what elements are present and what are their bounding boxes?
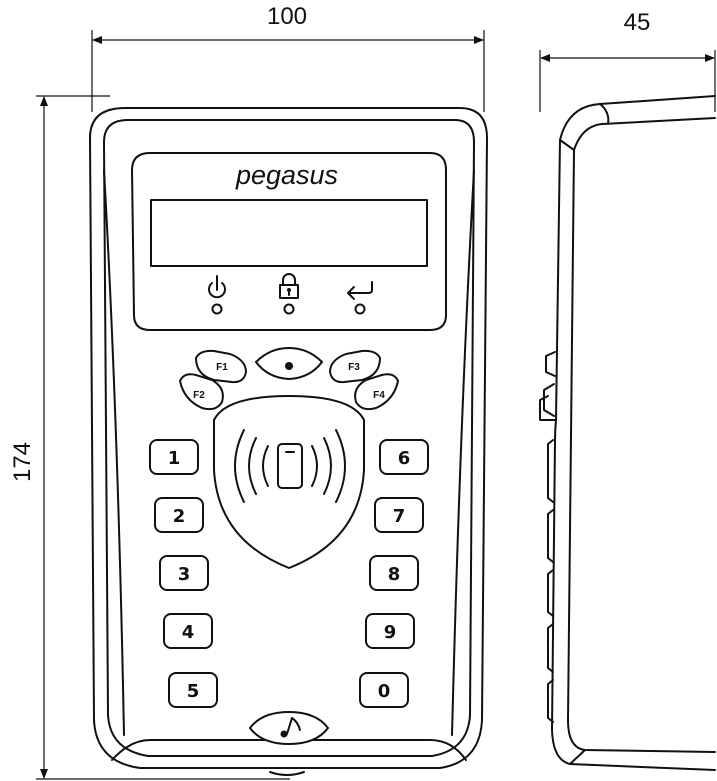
svg-text:F1: F1 bbox=[216, 362, 228, 373]
key-7[interactable]: 7 bbox=[374, 497, 424, 533]
lock-indicator bbox=[279, 273, 299, 315]
function-key-f1[interactable]: F1 bbox=[194, 349, 248, 384]
rfid-reader-area bbox=[213, 395, 365, 569]
width-dimension: 100 bbox=[91, 3, 485, 112]
key-label: 6 bbox=[398, 448, 411, 469]
side-key-profile bbox=[547, 569, 554, 617]
key-8[interactable]: 8 bbox=[369, 555, 419, 591]
key-label: 8 bbox=[388, 564, 401, 585]
svg-text:F4: F4 bbox=[373, 390, 385, 401]
sound-key[interactable] bbox=[248, 710, 330, 746]
padlock-icon bbox=[279, 273, 299, 299]
bottom-notch bbox=[269, 771, 305, 776]
side-key-profile bbox=[539, 395, 557, 421]
function-key-f4[interactable]: F4 bbox=[354, 373, 400, 411]
center-key[interactable] bbox=[254, 346, 324, 381]
side-key-profile bbox=[547, 679, 554, 723]
key-label: 9 bbox=[384, 622, 397, 643]
front-view: pegasus bbox=[89, 107, 488, 776]
function-key-f3[interactable]: F3 bbox=[328, 349, 382, 384]
svg-text:F3: F3 bbox=[348, 362, 360, 373]
side-key-profile bbox=[547, 623, 554, 673]
side-key-profile bbox=[547, 439, 554, 503]
key-9[interactable]: 9 bbox=[365, 613, 415, 649]
key-label: 1 bbox=[168, 448, 181, 469]
housing-outline bbox=[89, 107, 488, 769]
numeric-keypad: 1 2 3 4 5 6 7 8 9 0 bbox=[149, 439, 429, 708]
side-view bbox=[539, 95, 716, 771]
enter-led bbox=[354, 303, 366, 315]
side-corner-line bbox=[559, 139, 575, 151]
brand-logo: pegasus bbox=[235, 160, 338, 190]
function-key-f2[interactable]: F2 bbox=[178, 373, 224, 411]
lcd-screen bbox=[150, 199, 428, 267]
key-label: 7 bbox=[393, 506, 406, 527]
side-front-face bbox=[567, 117, 716, 753]
key-label: 4 bbox=[182, 622, 195, 643]
side-outer-profile bbox=[551, 95, 716, 771]
left-bevel-line bbox=[103, 169, 125, 736]
power-led bbox=[211, 303, 223, 315]
housing-inner-rim bbox=[103, 119, 475, 757]
key-0[interactable]: 0 bbox=[359, 672, 409, 708]
display-panel bbox=[131, 152, 447, 331]
key-2[interactable]: 2 bbox=[154, 497, 204, 533]
rfid-card-icon bbox=[234, 429, 346, 503]
side-top-bevel bbox=[599, 103, 610, 125]
side-key-profile bbox=[543, 383, 555, 417]
side-key-profile bbox=[547, 509, 554, 563]
dot-icon bbox=[285, 362, 293, 370]
key-6[interactable]: 6 bbox=[379, 439, 429, 475]
key-5[interactable]: 5 bbox=[168, 672, 218, 708]
key-label: 3 bbox=[178, 564, 191, 585]
right-bevel-line bbox=[451, 169, 475, 736]
key-4[interactable]: 4 bbox=[163, 613, 213, 649]
height-label: 174 bbox=[9, 442, 36, 482]
key-label: 0 bbox=[378, 681, 391, 702]
key-label: 2 bbox=[173, 506, 186, 527]
enter-icon bbox=[347, 281, 373, 300]
side-key-profile bbox=[545, 351, 556, 377]
key-3[interactable]: 3 bbox=[159, 555, 209, 591]
music-note-icon bbox=[280, 717, 301, 738]
power-indicator bbox=[208, 275, 226, 315]
side-bottom-corner bbox=[569, 749, 586, 765]
key-1[interactable]: 1 bbox=[149, 439, 199, 475]
height-dimension: 174 bbox=[9, 95, 290, 780]
width-label: 100 bbox=[267, 3, 307, 30]
depth-dimension: 45 bbox=[539, 9, 716, 112]
lock-led bbox=[283, 303, 295, 315]
svg-text:F2: F2 bbox=[193, 390, 205, 401]
enter-indicator bbox=[347, 281, 373, 315]
depth-label: 45 bbox=[624, 9, 651, 36]
key-label: 5 bbox=[187, 681, 200, 702]
power-icon bbox=[208, 275, 226, 299]
